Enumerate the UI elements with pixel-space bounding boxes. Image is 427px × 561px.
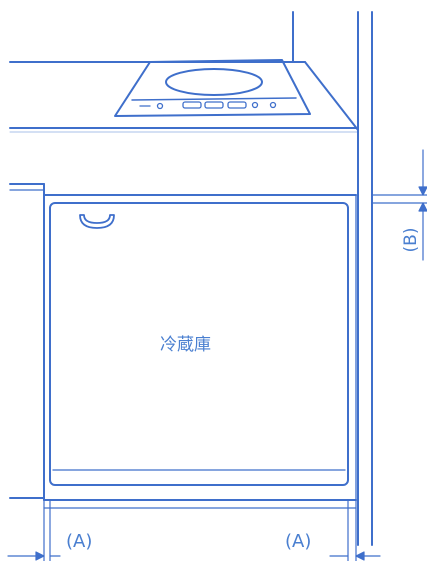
gap-b-dimension <box>371 149 427 261</box>
refrigerator-label: 冷蔵庫 <box>160 335 211 355</box>
gap-a-dimension-left <box>7 499 61 561</box>
gap-b-label: (B) <box>401 227 421 253</box>
control-panel <box>139 101 277 110</box>
gap-a-label-right: (A) <box>285 531 312 552</box>
door-handle <box>79 214 115 229</box>
right-wall <box>355 11 373 546</box>
gap-a-dimension-right <box>329 499 381 561</box>
induction-cooktop <box>114 59 311 117</box>
left-cabinet <box>9 183 45 501</box>
countertop <box>9 61 359 133</box>
refrigerator <box>49 202 349 486</box>
opening-frame <box>43 194 357 509</box>
gap-a-label-left: (A) <box>66 531 93 552</box>
